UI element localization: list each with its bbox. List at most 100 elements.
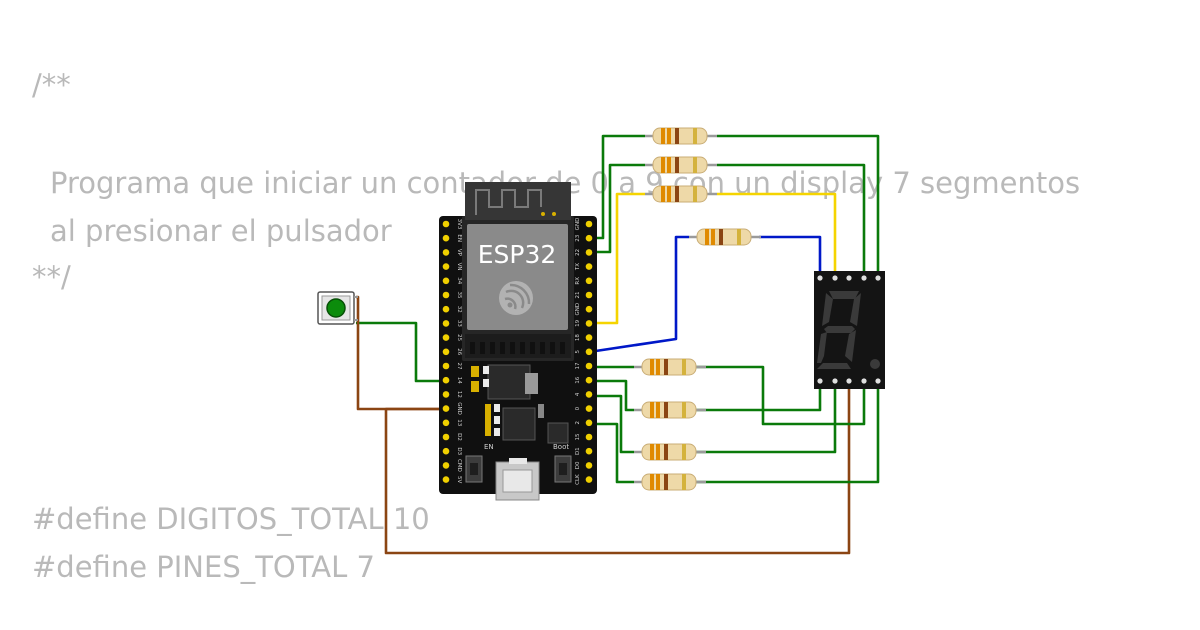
pin-right-clk[interactable] bbox=[585, 476, 593, 483]
pin-label-left: 25 bbox=[456, 334, 462, 341]
resistor-5[interactable] bbox=[634, 358, 706, 376]
pin-label-right: 5 bbox=[575, 350, 581, 354]
pushbutton-cap[interactable] bbox=[326, 298, 346, 318]
segment-dp bbox=[870, 359, 880, 369]
en-button[interactable] bbox=[465, 455, 483, 483]
pin-left-d3[interactable] bbox=[442, 447, 450, 455]
resistor-6[interactable] bbox=[634, 401, 706, 419]
pin-label-left: GND bbox=[456, 402, 462, 415]
resistor-3[interactable] bbox=[645, 185, 717, 203]
segment-a bbox=[829, 291, 859, 299]
wire-resistor-to-seg-top-1[interactable] bbox=[759, 235, 822, 278]
resistor-4[interactable] bbox=[689, 228, 761, 246]
seven-segment-display[interactable] bbox=[814, 271, 885, 389]
pin-label-right: 23 bbox=[575, 234, 581, 241]
pin-left-13[interactable] bbox=[442, 419, 450, 427]
display-pin-top-4[interactable] bbox=[861, 275, 867, 281]
wire-resistor-to-seg-bottom-5[interactable] bbox=[692, 383, 880, 484]
wire-resistor-to-seg-top-4[interactable] bbox=[717, 163, 866, 278]
pin-right-15[interactable] bbox=[585, 433, 593, 441]
pin-left-vp[interactable] bbox=[442, 249, 450, 256]
display-pin-bottom-2[interactable] bbox=[832, 378, 838, 384]
pin-left-35[interactable] bbox=[442, 291, 450, 299]
resistor-8[interactable] bbox=[634, 473, 706, 491]
pin-left-33[interactable] bbox=[442, 320, 450, 327]
pin-left-14[interactable] bbox=[442, 376, 450, 384]
wire-resistor-to-seg-bottom-2[interactable] bbox=[692, 383, 822, 412]
wire-button-to-gnd[interactable] bbox=[356, 295, 446, 411]
wire-gpio19-resistor[interactable] bbox=[589, 192, 645, 325]
pin-left-3v3[interactable] bbox=[442, 220, 450, 228]
pin-right-2[interactable] bbox=[585, 419, 593, 427]
pin-left-vn[interactable] bbox=[442, 263, 450, 270]
display-pin-bottom-3[interactable] bbox=[846, 378, 852, 384]
pin-label-left: CMD bbox=[456, 459, 462, 472]
display-pin-bottom-5[interactable] bbox=[875, 378, 881, 384]
boot-button[interactable] bbox=[554, 455, 572, 483]
wire-button-to-gpio14[interactable] bbox=[356, 321, 446, 383]
pin-right-gnd[interactable] bbox=[585, 220, 593, 228]
wire-gpio5-resistor[interactable] bbox=[588, 235, 689, 354]
pin-label-left: D2 bbox=[456, 433, 462, 441]
pin-left-en[interactable] bbox=[442, 234, 450, 242]
segment-b bbox=[850, 293, 861, 326]
pin-right-d1[interactable] bbox=[585, 447, 593, 455]
wire-gpio2-resistor[interactable] bbox=[589, 422, 634, 484]
pin-right-16[interactable] bbox=[585, 376, 593, 384]
pin-right-5[interactable] bbox=[585, 348, 593, 356]
resistor-7[interactable] bbox=[634, 443, 706, 461]
segment-g bbox=[824, 326, 855, 333]
pin-right-17[interactable] bbox=[585, 362, 593, 370]
resistor-2[interactable] bbox=[645, 156, 717, 174]
pin-label-left: VN bbox=[456, 263, 462, 271]
esp32-board[interactable]: ESP32 EN Boot bbox=[439, 182, 597, 501]
wire-gpio4-resistor[interactable] bbox=[589, 394, 634, 454]
wire-resistor-to-seg-bottom-3[interactable] bbox=[692, 383, 837, 454]
display-pin-top-2[interactable] bbox=[832, 275, 838, 281]
pin-left-32[interactable] bbox=[442, 305, 450, 313]
pushbutton[interactable] bbox=[317, 291, 358, 325]
display-pin-top-5[interactable] bbox=[875, 275, 881, 281]
wire-gpio16-resistor[interactable] bbox=[589, 379, 634, 412]
pin-left-cmd[interactable] bbox=[442, 462, 450, 469]
micro-usb-port[interactable] bbox=[495, 458, 540, 501]
pin-left-12[interactable] bbox=[442, 391, 450, 398]
pin-right-23[interactable] bbox=[585, 234, 593, 242]
pin-left-gnd[interactable] bbox=[442, 405, 450, 412]
pin-right-tx[interactable] bbox=[585, 263, 593, 270]
pin-right-19[interactable] bbox=[585, 320, 593, 327]
pin-right-d0[interactable] bbox=[585, 462, 593, 469]
pin-left-26[interactable] bbox=[442, 348, 450, 356]
pin-left-27[interactable] bbox=[442, 362, 450, 370]
pin-label-right: CLK bbox=[575, 474, 581, 485]
pin-right-0[interactable] bbox=[585, 405, 593, 412]
wire-resistor-to-seg-top-2[interactable] bbox=[717, 192, 837, 278]
pin-left-d2[interactable] bbox=[442, 433, 450, 441]
pin-label-right: D0 bbox=[575, 461, 581, 469]
resistor-1[interactable] bbox=[645, 127, 717, 145]
pin-right-21[interactable] bbox=[585, 291, 593, 299]
pin-right-22[interactable] bbox=[585, 249, 593, 256]
display-pin-top-1[interactable] bbox=[817, 275, 823, 281]
wire-resistor-to-seg-top-5[interactable] bbox=[717, 134, 880, 278]
pin-right-18[interactable] bbox=[585, 334, 593, 341]
code-define-digitos: #define DIGITOS_TOTAL 10 bbox=[32, 502, 430, 536]
wire-gpio22-resistor[interactable] bbox=[589, 163, 645, 254]
display-pin-top-3[interactable] bbox=[846, 275, 852, 281]
segment-d bbox=[817, 363, 851, 369]
pin-left-34[interactable] bbox=[442, 277, 450, 285]
wire-resistor-to-seg-bottom-1[interactable] bbox=[692, 365, 866, 426]
pin-right-rx[interactable] bbox=[585, 277, 593, 285]
pin-label-right: GND bbox=[575, 218, 581, 231]
pin-label-left: EN bbox=[456, 234, 462, 242]
pin-left-25[interactable] bbox=[442, 334, 450, 341]
pin-label-right: 19 bbox=[575, 319, 581, 326]
pin-left-5v[interactable] bbox=[442, 476, 450, 483]
code-comment-close: **/ bbox=[32, 260, 71, 294]
pin-right-4[interactable] bbox=[585, 391, 593, 398]
pin-right-gnd[interactable] bbox=[585, 305, 593, 313]
display-pin-bottom-1[interactable] bbox=[817, 378, 823, 384]
wire-display-common-to-gnd[interactable] bbox=[384, 383, 851, 555]
display-pin-bottom-4[interactable] bbox=[861, 378, 867, 384]
pin-label-right: 17 bbox=[575, 362, 581, 369]
